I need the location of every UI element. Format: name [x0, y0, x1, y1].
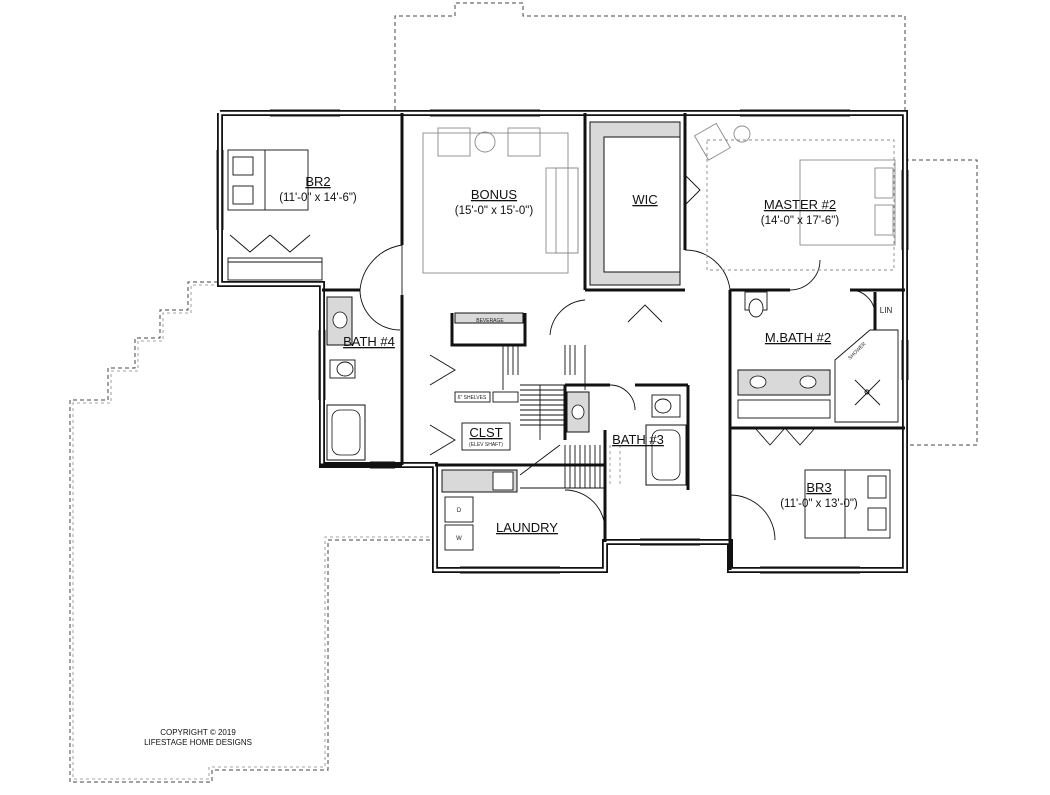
br3-furniture — [804, 469, 891, 539]
bonus-furniture — [422, 127, 579, 274]
washer-label: W — [456, 536, 462, 542]
shelves-label: 6" SHELVES — [458, 395, 487, 401]
exterior-walls — [216, 109, 909, 574]
interior-walls — [320, 113, 905, 570]
shower-label: SHOWER — [847, 341, 867, 361]
bath3-fixtures — [566, 391, 687, 486]
wic-name: WIC — [632, 192, 657, 207]
copyright-line1: COPYRIGHT © 2019 — [160, 728, 236, 737]
br3-name: BR3 — [806, 480, 831, 495]
master-furniture — [693, 122, 896, 271]
lower-level-outline — [69, 2, 978, 783]
master2-name: MASTER #2 — [764, 197, 836, 212]
br3-dims: (11'-0" x 13'-0") — [780, 498, 858, 510]
laundry-name: LAUNDRY — [496, 520, 558, 535]
lin-name: LIN — [880, 306, 893, 315]
clst-note: (ELEV SHAFT) — [469, 442, 503, 448]
copyright-line2: LIFESTAGE HOME DESIGNS — [144, 738, 252, 747]
bath3-name: BATH #3 — [612, 432, 664, 447]
door-swings — [229, 174, 876, 541]
br2-name: BR2 — [305, 174, 330, 189]
wic-shelving — [589, 121, 681, 286]
bonus-dims: (15'-0" x 15'-0") — [455, 205, 534, 217]
bath4-name: BATH #4 — [343, 334, 395, 349]
bath4-fixtures — [326, 296, 366, 461]
clst-name: CLST — [469, 425, 502, 440]
bonus-name: BONUS — [471, 187, 518, 202]
dryer-label: D — [457, 508, 462, 514]
br2-dims: (11'-0" x 14'-6") — [279, 192, 357, 204]
beverage-label: BEVERAGE — [476, 318, 504, 324]
mbath2-name: M.BATH #2 — [765, 330, 831, 345]
laundry-fixtures — [441, 469, 518, 551]
master2-dims: (14'-0" x 17'-6") — [761, 215, 840, 227]
mbath2-fixtures — [737, 291, 899, 423]
stair-area — [450, 312, 605, 489]
br2-furniture — [227, 149, 323, 281]
